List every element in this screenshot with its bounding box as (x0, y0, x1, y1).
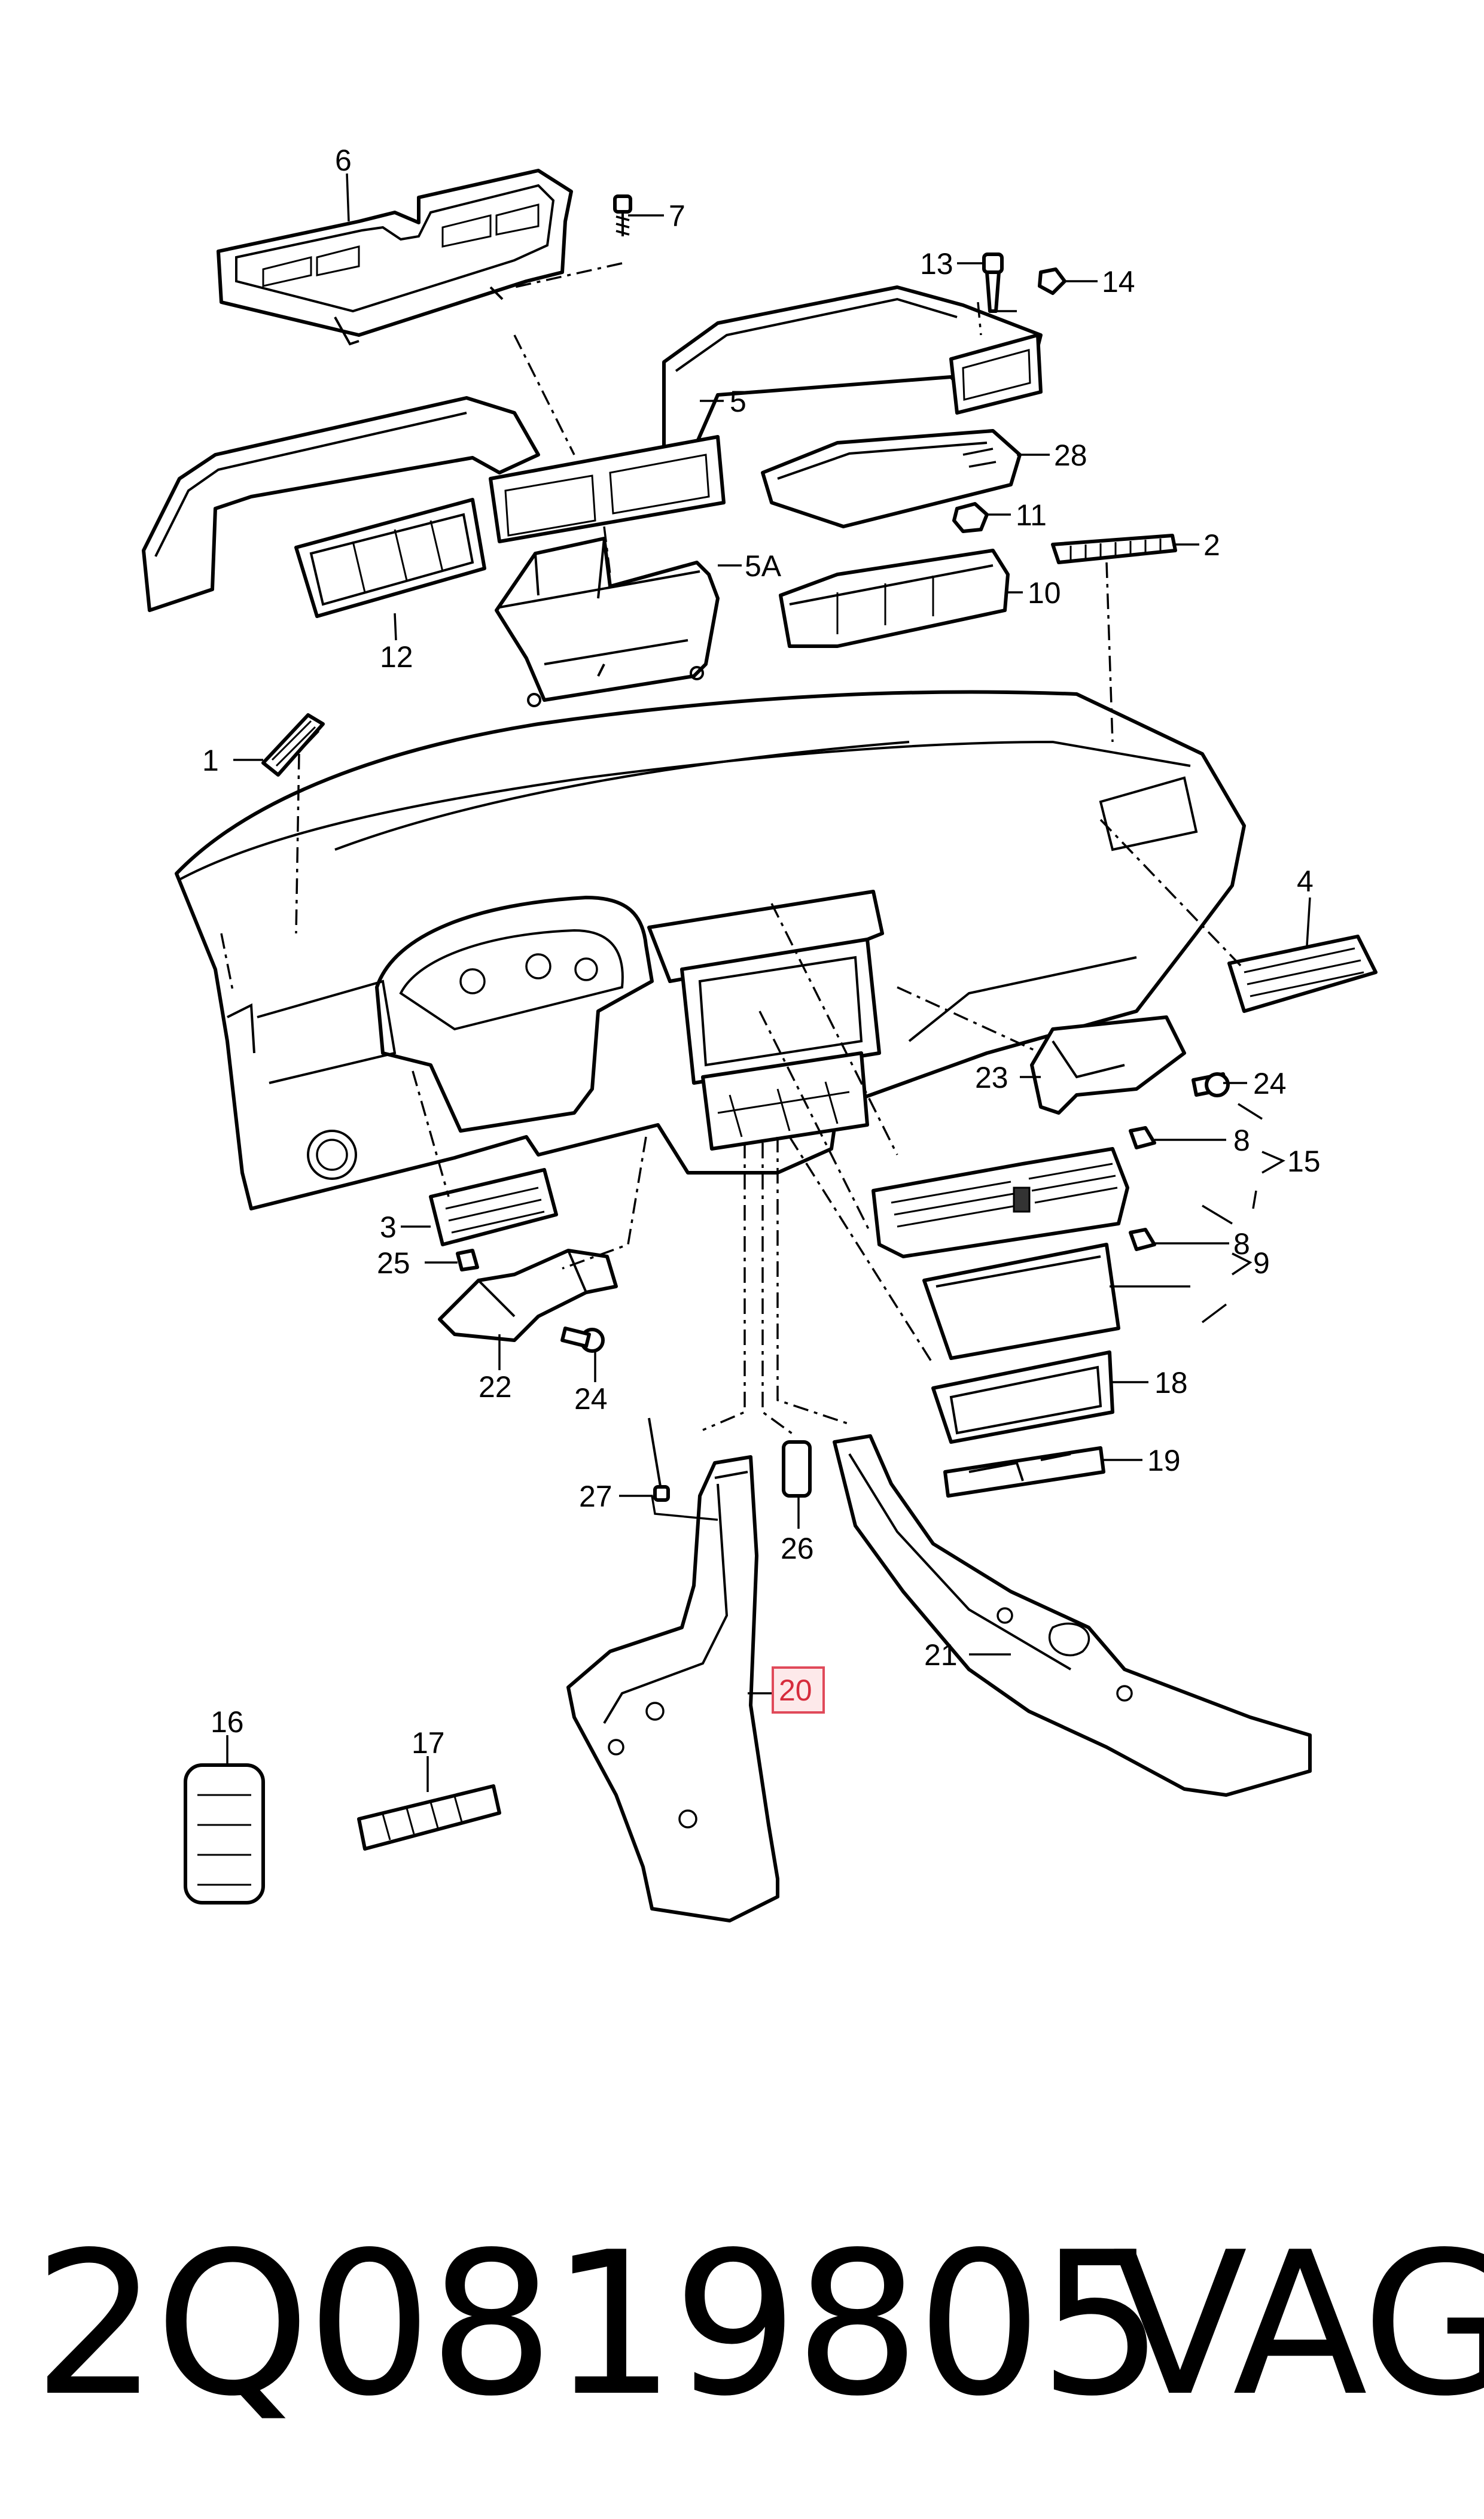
callout-18: 18 (1154, 1366, 1188, 1400)
part-5-upper-duct (142, 285, 1043, 612)
callout-11: 11 (1016, 498, 1047, 532)
callout-14: 14 (1102, 265, 1135, 299)
callout-6: 6 (335, 144, 352, 177)
part-3-left-vent (429, 1168, 558, 1246)
callout-8-upper: 8 (1233, 1124, 1250, 1157)
callout-22: 22 (479, 1370, 512, 1404)
part-16-vent (184, 1763, 265, 1905)
part-27-tie (648, 1417, 670, 1502)
part-14-nut (1038, 267, 1066, 295)
callout-28: 28 (1054, 439, 1087, 472)
part-10-center-duct (779, 549, 1010, 648)
callout-24-left: 24 (574, 1382, 608, 1416)
callout-12: 12 (380, 640, 413, 674)
part-19-switch-bar (943, 1446, 1105, 1498)
callout-16: 16 (211, 1705, 244, 1739)
callout-25: 25 (377, 1246, 410, 1280)
callout-24-right: 24 (1253, 1067, 1287, 1100)
callout-3: 3 (380, 1210, 397, 1244)
callout-5: 5 (730, 385, 746, 418)
callout-26: 26 (781, 1532, 814, 1565)
callout-21: 21 (924, 1638, 958, 1672)
part-24-screw-right (1192, 1072, 1230, 1097)
highlight-box-20 (772, 1666, 825, 1714)
callout-7: 7 (669, 199, 685, 233)
part-22-duct (438, 1249, 618, 1342)
callout-leaders (226, 173, 1311, 1792)
part-26-cap (782, 1440, 812, 1498)
callout-2: 2 (1203, 528, 1220, 562)
part-13-clip (982, 252, 1004, 313)
part-23-duct (1030, 1015, 1186, 1115)
callout-20: 20 (779, 1674, 812, 1707)
callout-9: 9 (1253, 1246, 1270, 1280)
callout-1: 1 (202, 744, 219, 777)
part-15-center-vents (871, 1147, 1129, 1258)
dashboard-panel (175, 690, 1246, 1210)
callout-5a: 5A (745, 549, 782, 583)
part-4-vent (1227, 935, 1378, 1013)
callout-23: 23 (975, 1061, 1008, 1094)
part-11-clip (952, 502, 989, 533)
brand-label: VAG (1113, 2210, 1484, 2439)
callout-4: 4 (1297, 865, 1314, 898)
callout-27: 27 (579, 1480, 613, 1513)
callout-8-lower: 8 (1233, 1227, 1250, 1261)
exploded-parts-diagram: 6 7 13 14 5 28 11 2 5A 10 12 1 4 23 24 8… (142, 144, 1378, 1922)
part-24-screw-left (560, 1327, 605, 1353)
part-20-floor-duct (566, 1455, 779, 1922)
part-12-vent-frame (294, 498, 486, 618)
part-6-upper-duct (217, 169, 573, 346)
callout-13: 13 (920, 247, 953, 281)
callout-labels: 6 7 13 14 5 28 11 2 5A 10 12 1 4 23 24 8… (202, 144, 1321, 1760)
callout-15: 15 (1287, 1145, 1321, 1178)
part-1-side-grille (261, 713, 325, 777)
part-18-trim-frame (931, 1350, 1114, 1444)
part-17-vent (357, 1784, 501, 1851)
callout-19: 19 (1147, 1444, 1181, 1477)
callout-17: 17 (412, 1726, 445, 1760)
assembly-lines (220, 262, 1263, 1437)
part-number-label: 2Q0819805 (33, 2210, 1164, 2439)
callout-10: 10 (1028, 576, 1061, 610)
part-9-display-frame (922, 1243, 1120, 1360)
part-5a-bracket (495, 537, 720, 707)
part-21-floor-duct (833, 1434, 1312, 1797)
part-28-panel (761, 429, 1022, 528)
part-2-speaker-grille (1051, 534, 1177, 564)
part-8-clip-upper (1129, 1126, 1156, 1149)
part-7-screw (613, 194, 632, 236)
part-8-clip-lower (1129, 1228, 1156, 1251)
part-25-clip (456, 1249, 479, 1271)
